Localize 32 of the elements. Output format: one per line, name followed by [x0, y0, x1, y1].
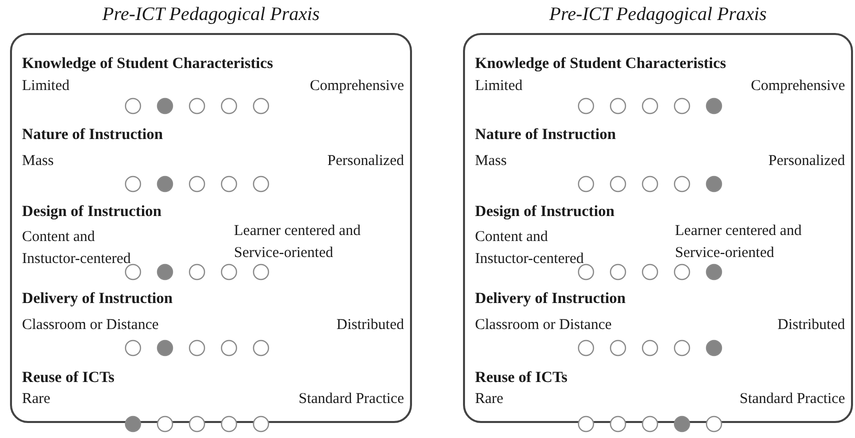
scale-high-label: Standard Practice: [740, 390, 845, 409]
scale-high-label: Learner centered and Service-oriented: [675, 222, 803, 263]
panel-title: Pre-ICT Pedagogical Praxis: [101, 4, 321, 26]
criterion-heading: Knowledge of Student Characteristics: [22, 55, 273, 73]
scale-high-label: Personalized: [327, 152, 404, 171]
criterion-heading: Design of Instruction: [22, 203, 162, 221]
scale-low-label: Classroom or Distance: [475, 316, 612, 335]
scale-high-label: Learner centered and Service-oriented: [234, 222, 362, 263]
scale-high-label: Distributed: [336, 316, 404, 335]
criterion-heading: Nature of Instruction: [475, 126, 616, 144]
criterion-heading: Nature of Instruction: [22, 126, 163, 144]
criterion-heading: Delivery of Instruction: [22, 290, 173, 308]
scale-low-label: Rare: [22, 390, 50, 409]
criterion-heading: Design of Instruction: [475, 203, 615, 221]
criterion-heading: Knowledge of Student Characteristics: [475, 55, 726, 73]
scale-low-label: Mass: [475, 152, 507, 171]
scale-low-label: Limited: [475, 77, 522, 96]
criterion-heading: Reuse of ICTs: [22, 369, 114, 387]
scale-low-label: Rare: [475, 390, 504, 409]
scale-low-label: Content and Instuctor-centered: [22, 228, 132, 269]
criterion-heading: Reuse of ICTs: [475, 369, 568, 387]
scale-high-label: Comprehensive: [310, 77, 404, 96]
scale-high-label: Distributed: [778, 316, 845, 335]
scale-high-label: Personalized: [768, 152, 845, 171]
scale-low-label: Classroom or Distance: [22, 316, 159, 335]
scale-low-label: Mass: [22, 152, 54, 171]
scale-low-label: Limited: [22, 77, 70, 96]
scale-low-label: Content and Instuctor-centered: [475, 228, 585, 269]
scale-high-label: Comprehensive: [750, 77, 845, 96]
panel-title: Pre-ICT Pedagogical Praxis: [548, 4, 768, 26]
scale-high-label: Standard Practice: [298, 390, 404, 409]
criterion-heading: Delivery of Instruction: [475, 290, 626, 308]
